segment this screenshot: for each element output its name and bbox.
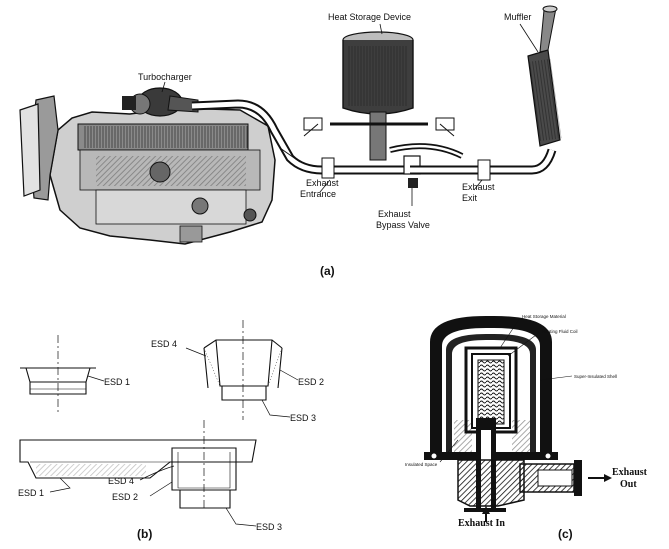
esd4-bottom-label: ESD 4 — [108, 476, 134, 486]
panel-b — [19, 320, 299, 527]
exhaust-out-label-1: Exhaust — [612, 467, 648, 478]
esd1-bottom-label: ESD 1 — [18, 488, 44, 498]
heat-storage-device — [303, 31, 455, 161]
diesel-engine — [19, 95, 276, 245]
esd2-bottom-label: ESD 2 — [112, 492, 138, 502]
caption-c: (c) — [558, 527, 573, 541]
panel-c: Heat Storage Material Heating Fluid Coil… — [405, 314, 648, 541]
heat-storage-material-label: Heat Storage Material — [522, 314, 566, 319]
exhaust-bypass-label-1: Exhaust — [378, 209, 411, 219]
caption-b: (b) — [137, 527, 152, 541]
turbocharger — [122, 87, 199, 117]
turbocharger-label: Turbocharger — [138, 72, 192, 82]
esd4-top-label: ESD 4 — [151, 339, 177, 349]
heating-fluid-coil-label: Heating Fluid Coil — [542, 329, 578, 334]
exhaust-entrance-label-1: Exhaust — [306, 178, 339, 188]
panel-a: Heat Storage Device Muffler Turbocharger… — [19, 5, 562, 278]
caption-a: (a) — [320, 264, 335, 278]
super-insulated-shell-label: Super-Insulated Shell — [574, 374, 617, 379]
esd3-top-label: ESD 3 — [290, 413, 316, 423]
esd3-bottom-label: ESD 3 — [256, 522, 282, 532]
exhaust-exit-label-2: Exit — [462, 193, 478, 203]
panel-b-labels: ESD 1 ESD 4 ESD 2 ESD 3 ESD 1 ESD 4 ESD … — [18, 339, 324, 541]
heat-storage-device-label: Heat Storage Device — [328, 12, 411, 22]
exhaust-out-label-2: Out — [620, 479, 637, 490]
exhaust-in-label: Exhaust In — [458, 518, 505, 529]
muffler — [527, 5, 562, 147]
muffler-label: Muffler — [504, 12, 531, 22]
exhaust-bypass-label-2: Bypass Valve — [376, 220, 430, 230]
insulated-space-label: Insulated Space — [405, 462, 438, 467]
exhaust-entrance-label-2: Entrance — [300, 189, 336, 199]
esd1-top-label: ESD 1 — [104, 377, 130, 387]
exhaust-exit-label-1: Exhaust — [462, 182, 495, 192]
esd2-top-label: ESD 2 — [298, 377, 324, 387]
